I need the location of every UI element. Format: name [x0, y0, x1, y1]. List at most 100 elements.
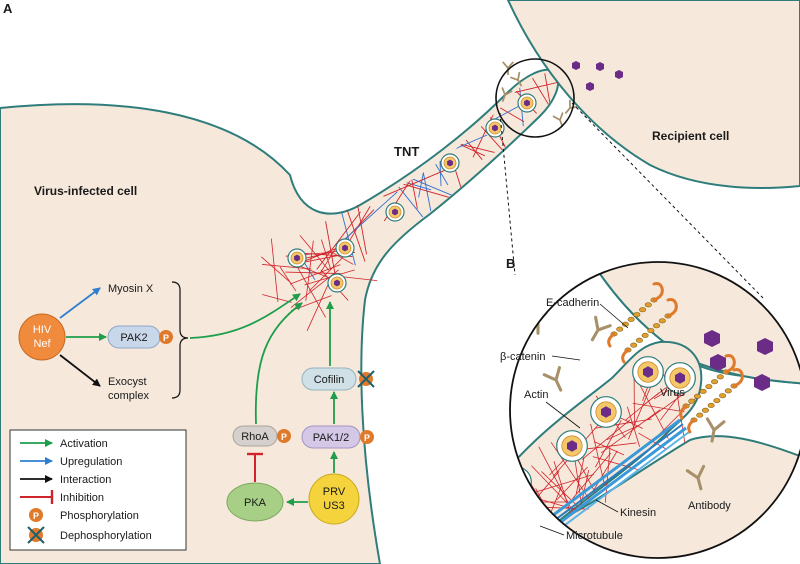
actin-fiber [600, 409, 661, 454]
recipient-cell [506, 0, 800, 189]
legend-phospho-symbol [29, 508, 43, 522]
grouping-brace [171, 281, 189, 399]
interaction-arrow [59, 354, 101, 387]
nef-label: Nef [33, 338, 51, 350]
actin-fiber [306, 277, 332, 331]
virus-label: Virus [660, 387, 685, 399]
virus-particle [596, 62, 604, 71]
us3-label: US3 [323, 500, 344, 512]
virus-particle [510, 466, 532, 498]
actin-fiber [575, 457, 585, 494]
virus-particle [440, 153, 460, 173]
virus-particle [485, 118, 505, 138]
kinesin-label: Kinesin [620, 507, 656, 519]
hiv-nef-node [18, 313, 66, 361]
virus-particle [757, 338, 773, 355]
dephospho-badge [357, 370, 375, 388]
virus-particle [664, 362, 696, 394]
pka-node [226, 482, 284, 522]
actin-fiber [530, 490, 536, 523]
virus-particle [615, 70, 623, 79]
virus-particle [586, 82, 594, 91]
phospho-symbol: P [364, 433, 370, 443]
pak12-label: PAK1/2 [313, 432, 350, 444]
panel-b-label: B [506, 256, 515, 271]
microtubule-label: Microtubule [566, 530, 623, 542]
e-cadherin [687, 368, 744, 434]
actin-fiber [541, 72, 551, 107]
actin-fiber [647, 390, 689, 421]
actin-label: Actin [524, 389, 548, 401]
virus-particle [385, 202, 405, 222]
rhoa-label: RhoA [241, 431, 269, 443]
actin-fiber [308, 251, 349, 292]
virus-particle [335, 238, 355, 258]
actin-fiber [541, 471, 582, 510]
phospho-symbol: P [281, 432, 287, 442]
ecadherin-label: E-cadherin [546, 297, 599, 309]
legend-dephosphorylation: Dephosphorylation [60, 530, 152, 542]
legend-activation: Activation [60, 438, 108, 450]
actin-fiber [606, 424, 641, 441]
myosin-label: Myosin X [108, 283, 154, 295]
actin-fiber [590, 423, 605, 486]
actin-fiber [305, 240, 314, 301]
microtubule-fiber [337, 191, 398, 246]
inset-virions [510, 356, 696, 498]
actin-fiber [270, 238, 279, 302]
virus-particle [517, 93, 537, 113]
e-cadherin-junctions [607, 282, 744, 434]
upregulation-arrow [59, 287, 101, 319]
tnt-label: TNT [394, 144, 419, 159]
legend-phosphorylation: Phosphorylation [60, 510, 139, 522]
pak2-label: PAK2 [120, 332, 147, 344]
inset-free-virions [704, 330, 773, 391]
antibodies [501, 61, 579, 127]
free-virions [572, 61, 623, 91]
recipient-cell-label: Recipient cell [652, 129, 729, 143]
legend-interaction: Interaction [60, 474, 111, 486]
virus-particle [590, 396, 622, 428]
actin-fiber [534, 473, 595, 493]
legend-upregulation: Upregulation [60, 456, 122, 468]
tnt-virions [287, 93, 537, 293]
virus-particle [572, 61, 580, 70]
actin-fiber [261, 256, 291, 283]
e-cadherin [679, 354, 736, 420]
legend: Activation Upregulation Interaction Inhi… [9, 429, 187, 551]
actin-fiber [319, 243, 339, 274]
activation-arrow [189, 293, 301, 339]
actin-fiber [295, 263, 326, 318]
actin-fiber [279, 266, 297, 292]
antibody [501, 87, 513, 102]
prv-label: PRV [323, 486, 346, 498]
zoom-leader-right [571, 102, 766, 301]
actin-fiber [321, 239, 332, 271]
phospho-badge [277, 429, 291, 443]
zoom-circle [495, 58, 575, 138]
cofilin-label: Cofilin [314, 374, 345, 386]
actin-fiber [299, 235, 330, 271]
hiv-label: HIV [33, 324, 52, 336]
panel-a-label: A [3, 1, 13, 16]
actin-fiber [285, 271, 341, 274]
phospho-badge [159, 330, 173, 344]
inset-tnt-lower [517, 435, 800, 558]
virus-particle [287, 248, 307, 268]
actin-fiber [581, 419, 631, 460]
legend-dephospho-symbol [27, 526, 45, 544]
actin-fiber [316, 211, 361, 270]
infected-cell-label: Virus-infected cell [34, 184, 137, 198]
antibody [542, 366, 563, 392]
virus-particle [710, 354, 726, 371]
prv-us3-node [308, 473, 360, 525]
inset-b: E-cadherin β-catenin Actin Virus Kinesin… [500, 261, 800, 559]
antibody [510, 71, 523, 87]
antibody [590, 315, 612, 342]
actin-fiber [502, 76, 558, 96]
catenin-label: β-catenin [500, 351, 545, 363]
legend-phospho-glyph: P [33, 511, 39, 521]
actin-fiber [640, 385, 669, 439]
